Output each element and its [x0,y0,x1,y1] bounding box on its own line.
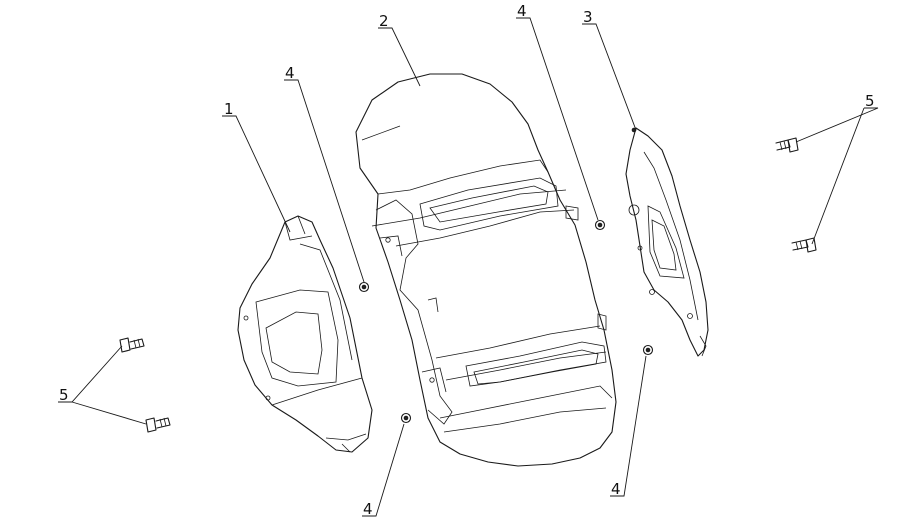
part-5-screw-left-bottom [145,417,171,433]
part-5-screw-right-bottom [791,237,817,253]
leader-part5-right [795,107,879,245]
leader-part4-d [610,355,647,497]
part-2-fender [355,73,617,467]
part-5-screw-left-top [119,337,145,353]
part-5-screw-right-top [775,137,799,153]
leader-part3 [582,23,637,131]
part-1-left-cover [237,215,373,453]
leader-part4-c [362,423,405,517]
callout-1: 1 [224,100,234,118]
leader-part1 [222,115,291,233]
callout-5-left: 5 [59,386,69,404]
leader-part4-a [284,79,365,283]
part-4-nut-d [642,344,654,356]
leader-lines [58,17,879,517]
callout-4-b: 4 [517,2,527,20]
part-4-nut-b [594,219,606,231]
callout-4-a: 4 [285,64,295,82]
callout-2: 2 [379,12,389,30]
part-4-nut-a [358,281,370,293]
leader-part5-left [58,345,147,425]
callout-4-d: 4 [611,480,621,498]
callout-3: 3 [583,8,593,26]
part-3-bracket [625,127,709,357]
callout-5-right: 5 [865,92,875,110]
part-4-nut-c [400,412,412,424]
callout-4-c: 4 [363,500,373,518]
leader-part4-b [516,17,599,221]
leader-part2 [378,27,421,87]
